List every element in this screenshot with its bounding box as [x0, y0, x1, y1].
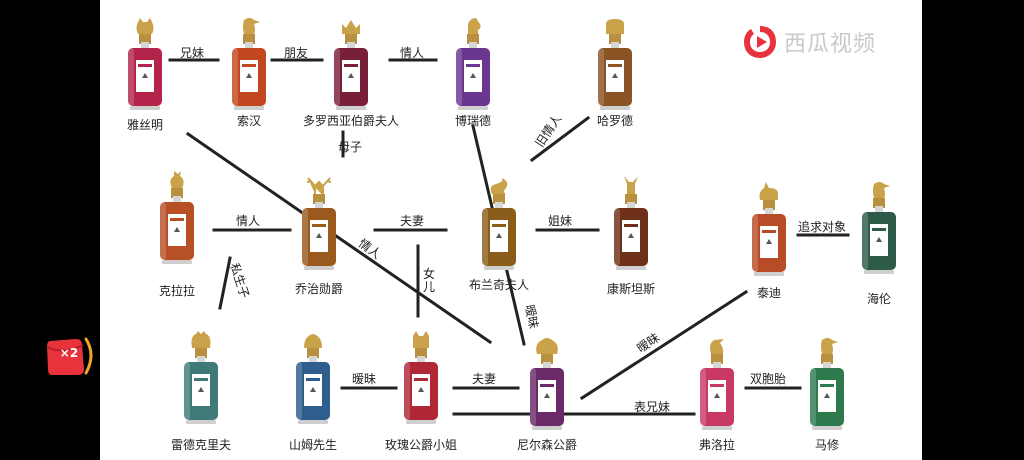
red-packet-icon[interactable] [44, 333, 96, 379]
bottle-haluode [592, 16, 638, 112]
perfume-bottle-icon [598, 19, 632, 110]
name-duoluoxiya: 多罗西亚伯爵夫人 [302, 114, 399, 128]
name-boruide: 博瑞德 [454, 114, 491, 128]
bottle-yasiming [122, 16, 168, 112]
name-fuluola: 弗洛拉 [698, 438, 735, 452]
bottle-hailun [856, 180, 902, 276]
perfume-bottle-icon [810, 338, 844, 430]
bottle-taidi [746, 182, 792, 278]
rel-kelala-qiaozhi: 情人 [236, 214, 261, 228]
rel-taidi-hailun: 追求对象 [798, 220, 847, 234]
rel-shanmu-meigui: 暧昧 [352, 372, 377, 386]
perfume-bottle-icon [614, 176, 648, 270]
rel-suohan-duoluoxiya: 朋友 [284, 46, 309, 60]
name-suohan: 索汉 [236, 114, 261, 128]
name-haluode: 哈罗德 [596, 114, 633, 128]
name-kelala: 克拉拉 [158, 284, 195, 298]
bottle-kangsitansi [608, 176, 654, 272]
rel-qiaozhi-meigui: 女儿 [422, 267, 435, 294]
bottle-meigui [398, 330, 444, 426]
xigua-watermark: 西瓜视频 [742, 24, 876, 60]
perfume-bottle-icon [184, 331, 218, 424]
name-qiaozhi: 乔治勋爵 [294, 282, 343, 296]
rel-niersen-fuluola: 表兄妹 [634, 400, 671, 414]
perfume-bottle-icon [752, 182, 786, 276]
bottle-niersen [524, 336, 570, 432]
name-leidekelifu: 雷德克里夫 [170, 438, 231, 452]
bottle-kelala [154, 170, 200, 266]
bottle-suohan [226, 16, 272, 112]
bottle-qiaozhi [296, 176, 342, 272]
line-boruide-haluode [529, 115, 591, 163]
perfume-bottle-icon [482, 178, 516, 270]
rel-bulanqi-kangsitansi: 姐妹 [548, 214, 573, 228]
bottle-bulanqi [476, 176, 522, 272]
perfume-bottle-icon [456, 18, 490, 110]
rel-qiaozhi-bulanqi: 夫妻 [400, 214, 425, 228]
line-taidi-niersen [579, 289, 749, 401]
watermark-text: 西瓜视频 [784, 32, 877, 57]
relationship-diagram: 雅丝明 索汉 多罗西亚伯爵夫人 博瑞德 哈罗德 克拉拉 乔治勋爵 布兰奇夫人 康… [100, 0, 922, 460]
perfume-bottle-icon [128, 18, 162, 110]
line-yasiming-niersen [185, 131, 493, 345]
rel-yasiming-suohan: 兄妹 [180, 46, 205, 60]
rel-duoluoxiya-qiaozhi: 母子 [338, 140, 363, 154]
bottle-duoluoxiya [328, 16, 374, 112]
name-meigui: 玫瑰公爵小姐 [384, 438, 457, 452]
perfume-bottle-icon [334, 20, 368, 110]
perfume-bottle-icon [296, 334, 330, 424]
name-yasiming: 雅丝明 [126, 118, 163, 132]
rel-duoluoxiya-boruide: 情人 [400, 46, 425, 60]
xigua-play-icon [744, 26, 776, 58]
bottle-boruide [450, 16, 496, 112]
name-niersen: 尼尔森公爵 [516, 438, 577, 452]
rel-meigui-niersen: 夫妻 [472, 372, 497, 386]
perfume-bottle-icon [700, 339, 734, 430]
name-bulanqi: 布兰奇夫人 [468, 278, 529, 292]
badge-text: ×2 [59, 346, 79, 360]
rel-fuluola-maxiu: 双胞胎 [750, 372, 787, 386]
name-kangsitansi: 康斯坦斯 [606, 282, 655, 296]
perfume-bottle-icon [404, 331, 438, 424]
perfume-bottle-icon [530, 338, 564, 430]
perfume-bottle-icon [160, 171, 194, 264]
perfume-bottle-icon [302, 177, 336, 270]
bottle-maxiu [804, 336, 850, 432]
perfume-bottle-icon [862, 182, 896, 274]
name-maxiu: 马修 [814, 438, 839, 452]
name-shanmu: 山姆先生 [288, 438, 337, 452]
line-kelala-leidekelifu [218, 256, 232, 310]
bottle-fuluola [694, 336, 740, 432]
name-taidi: 泰迪 [756, 286, 781, 300]
bottle-shanmu [290, 330, 336, 426]
name-hailun: 海伦 [866, 292, 891, 306]
perfume-bottle-icon [232, 18, 266, 110]
bottle-leidekelifu [178, 330, 224, 426]
